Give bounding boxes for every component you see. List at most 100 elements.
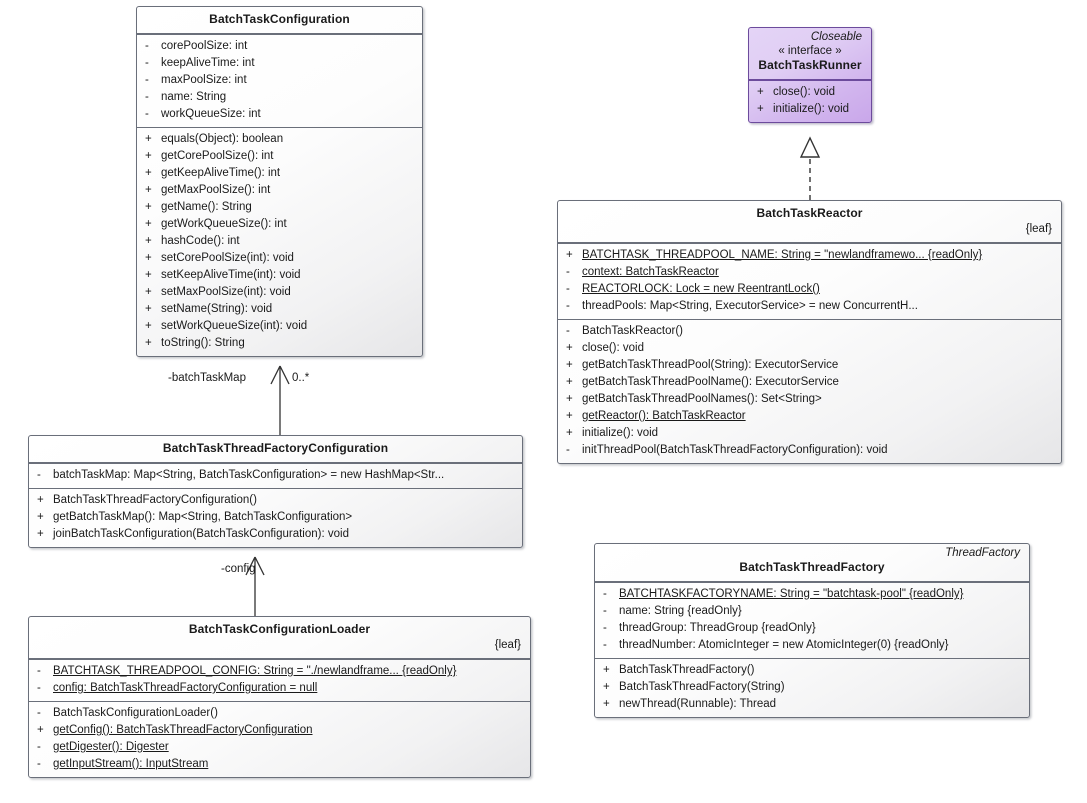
operation-row-label: getDigester(): Digester: [53, 741, 169, 753]
attribute-row[interactable]: -corePoolSize: int: [137, 38, 422, 55]
class-box-batch-task-configuration[interactable]: BatchTaskConfiguration -corePoolSize: in…: [136, 6, 423, 357]
class-name: BatchTaskConfigurationLoader: [188, 622, 371, 636]
attribute-row[interactable]: -REACTORLOCK: Lock = new ReentrantLock(): [558, 281, 1061, 298]
operation-row[interactable]: +newThread(Runnable): Thread: [595, 696, 1029, 713]
operation-row[interactable]: +setCorePoolSize(int): void: [137, 250, 422, 267]
attributes-compartment: -BATCHTASK_THREADPOOL_CONFIG: String = "…: [29, 659, 530, 701]
operation-row-label: BatchTaskThreadFactory(String): [619, 681, 785, 693]
operation-row[interactable]: + BatchTaskThreadFactory(String): [595, 679, 1029, 696]
class-header: BatchTaskConfiguration: [137, 7, 422, 34]
operation-row-label: getWorkQueueSize(): int: [161, 218, 287, 230]
attribute-row[interactable]: -threadGroup: ThreadGroup {readOnly}: [595, 620, 1029, 637]
class-header: BatchTaskThreadFactoryConfiguration: [29, 436, 522, 463]
operation-row-label: getBatchTaskThreadPoolNames(): Set<Strin…: [582, 393, 822, 405]
attribute-row[interactable]: -name: String: [137, 89, 422, 106]
attribute-row[interactable]: -BATCHTASK_THREADPOOL_CONFIG: String = "…: [29, 663, 530, 680]
operation-row[interactable]: + getWorkQueueSize(): int: [137, 216, 422, 233]
operation-row[interactable]: +getBatchTaskThreadPoolName(): ExecutorS…: [558, 374, 1061, 391]
operation-row[interactable]: +getBatchTaskThreadPool(String): Executo…: [558, 357, 1061, 374]
visibility-marker: -: [37, 469, 41, 481]
operation-row[interactable]: -initThreadPool(BatchTaskThreadFactoryCo…: [558, 442, 1061, 459]
attribute-row-label: BATCHTASK_THREADPOOL_CONFIG: String = ".…: [53, 665, 457, 677]
operation-row[interactable]: +getKeepAliveTime(): int: [137, 165, 422, 182]
attribute-row[interactable]: -threadPools: Map<String, ExecutorServic…: [558, 298, 1061, 315]
operation-row[interactable]: +toString(): String: [137, 335, 422, 352]
visibility-marker: +: [603, 681, 610, 693]
operation-row[interactable]: +initialize(): void: [558, 425, 1061, 442]
visibility-marker: -: [145, 57, 149, 69]
attribute-row[interactable]: -BATCHTASKFACTORYNAME: String = "batchta…: [595, 586, 1029, 603]
operation-row[interactable]: +BatchTaskThreadFactoryConfiguration(): [29, 492, 522, 509]
visibility-marker: -: [566, 444, 570, 456]
operation-row[interactable]: +joinBatchTaskConfiguration(BatchTaskCon…: [29, 526, 522, 543]
attribute-row[interactable]: -name: String {readOnly}: [595, 603, 1029, 620]
class-name: BatchTaskConfiguration: [209, 12, 350, 26]
visibility-marker: +: [37, 511, 44, 523]
class-box-batch-task-thread-factory-configuration[interactable]: BatchTaskThreadFactoryConfiguration -bat…: [28, 435, 523, 548]
operation-row-label: BatchTaskConfigurationLoader(): [53, 707, 218, 719]
visibility-marker: -: [566, 325, 570, 337]
association-batchtaskmap-role-label: -batchTaskMap: [168, 372, 246, 384]
operation-row-label: BatchTaskReactor(): [582, 325, 683, 337]
visibility-marker: +: [757, 86, 764, 98]
operation-row[interactable]: +getReactor(): BatchTaskReactor: [558, 408, 1061, 425]
visibility-marker: +: [566, 359, 573, 371]
leaf-tag: {leaf}: [1025, 223, 1052, 235]
attribute-row[interactable]: -workQueueSize: int: [137, 106, 422, 123]
operation-row[interactable]: +getCorePoolSize(): int: [137, 148, 422, 165]
attribute-row[interactable]: -threadNumber: AtomicInteger = new Atomi…: [595, 637, 1029, 654]
operation-row-label: close(): void: [582, 342, 644, 354]
operation-row-label: setMaxPoolSize(int): void: [161, 286, 291, 298]
operation-row[interactable]: -getInputStream(): InputStream: [29, 756, 530, 773]
attribute-row[interactable]: -context: BatchTaskReactor: [558, 264, 1061, 281]
class-box-batch-task-thread-factory[interactable]: ThreadFactory BatchTaskThreadFactory -BA…: [594, 543, 1030, 718]
operation-row[interactable]: +setMaxPoolSize(int): void: [137, 284, 422, 301]
attribute-row[interactable]: -batchTaskMap: Map<String, BatchTaskConf…: [29, 467, 522, 484]
attributes-compartment: -BATCHTASKFACTORYNAME: String = "batchta…: [595, 582, 1029, 658]
attribute-row[interactable]: -keepAliveTime: int: [137, 55, 422, 72]
visibility-marker: +: [566, 376, 573, 388]
operation-row[interactable]: +initialize(): void: [749, 101, 871, 118]
operation-row-label: setKeepAliveTime(int): void: [161, 269, 301, 281]
operation-row-label: newThread(Runnable): Thread: [619, 698, 777, 710]
operation-row[interactable]: +setWorkQueueSize(int): void: [137, 318, 422, 335]
attribute-row-label: threadGroup: ThreadGroup {readOnly}: [619, 622, 816, 634]
operation-row[interactable]: +hashCode(): int: [137, 233, 422, 250]
operations-compartment: +BatchTaskThreadFactoryConfiguration()+g…: [29, 488, 522, 547]
operation-row[interactable]: -getDigester(): Digester: [29, 739, 530, 756]
operation-row[interactable]: +setName(String): void: [137, 301, 422, 318]
attribute-row-label: workQueueSize: int: [161, 108, 261, 120]
leaf-tag: {leaf}: [494, 639, 521, 651]
visibility-marker: +: [145, 218, 152, 230]
class-box-batch-task-reactor[interactable]: BatchTaskReactor {leaf} +BATCHTASK_THREA…: [557, 200, 1062, 464]
operation-row-label: hashCode(): int: [161, 235, 240, 247]
attribute-row-label: BATCHTASKFACTORYNAME: String = "batchtas…: [619, 588, 964, 600]
operation-row[interactable]: + close(): void: [558, 340, 1061, 357]
template-stereotype: Closeable: [810, 31, 862, 43]
visibility-marker: -: [566, 266, 570, 278]
visibility-marker: -: [566, 300, 570, 312]
interface-stereotype: « interface »: [778, 45, 842, 57]
visibility-marker: +: [566, 342, 573, 354]
attribute-row[interactable]: -maxPoolSize: int: [137, 72, 422, 89]
operation-row[interactable]: +getMaxPoolSize(): int: [137, 182, 422, 199]
operation-row[interactable]: +getConfig(): BatchTaskThreadFactoryConf…: [29, 722, 530, 739]
operation-row[interactable]: +getBatchTaskMap(): Map<String, BatchTas…: [29, 509, 522, 526]
class-box-batch-task-configuration-loader[interactable]: BatchTaskConfigurationLoader {leaf} -BAT…: [28, 616, 531, 778]
operation-row-label: getKeepAliveTime(): int: [161, 167, 281, 179]
visibility-marker: -: [145, 74, 149, 86]
operation-row[interactable]: -BatchTaskReactor(): [558, 323, 1061, 340]
attribute-row[interactable]: -config: BatchTaskThreadFactoryConfigura…: [29, 680, 530, 697]
class-box-batch-task-runner[interactable]: Closeable « interface » BatchTaskRunner …: [748, 27, 872, 123]
visibility-marker: +: [145, 252, 152, 264]
operation-row[interactable]: +getBatchTaskThreadPoolNames(): Set<Stri…: [558, 391, 1061, 408]
operation-row[interactable]: -BatchTaskConfigurationLoader(): [29, 705, 530, 722]
attribute-row-label: batchTaskMap: Map<String, BatchTaskConfi…: [53, 469, 445, 481]
operation-row[interactable]: +getName(): String: [137, 199, 422, 216]
attribute-row[interactable]: +BATCHTASK_THREADPOOL_NAME: String = "ne…: [558, 247, 1061, 264]
operation-row[interactable]: +close(): void: [749, 84, 871, 101]
operation-row[interactable]: +equals(Object): boolean: [137, 131, 422, 148]
operation-row[interactable]: +setKeepAliveTime(int): void: [137, 267, 422, 284]
operation-row[interactable]: +BatchTaskThreadFactory(): [595, 662, 1029, 679]
operation-row-label: initialize(): void: [582, 427, 659, 439]
